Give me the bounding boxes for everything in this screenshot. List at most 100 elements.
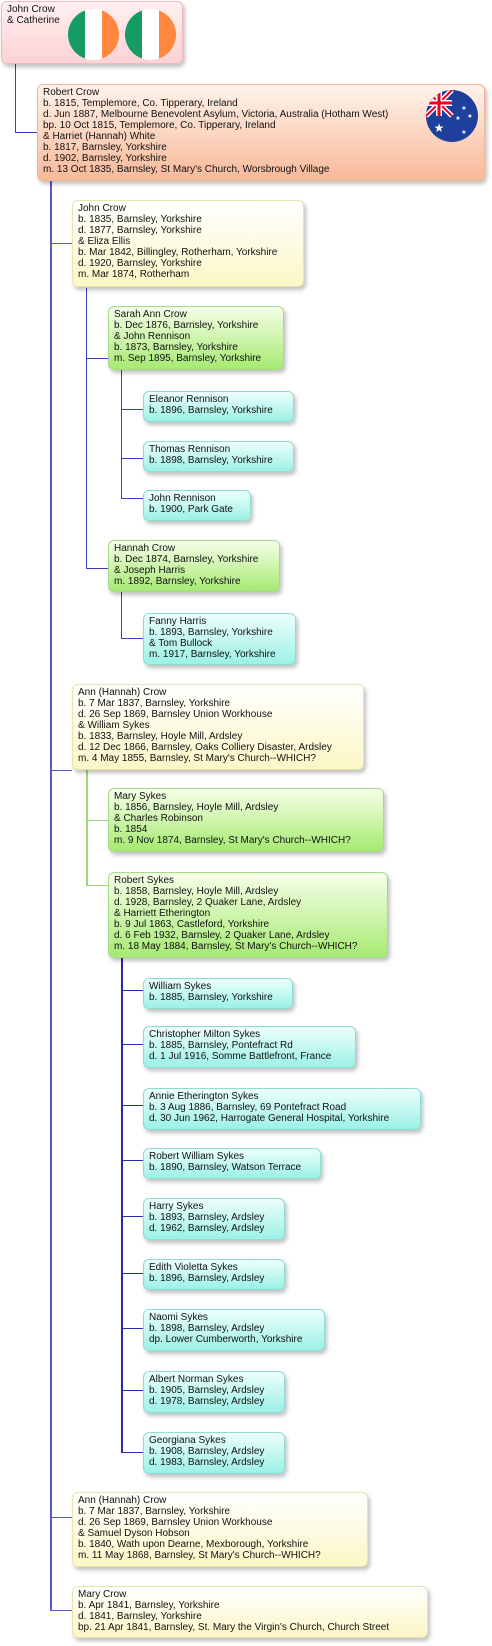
svg-text:★: ★ [461,129,466,136]
person-detail: b. Dec 1874, Barnsley, Yorkshire [114,554,259,565]
connector-ggc-3 [121,498,143,499]
person-detail: d. 12 Dec 1866, Barnsley, Oaks Colliery … [78,742,332,753]
person-spouse: & Catherine [7,15,60,26]
person-name: John Crow [7,4,55,15]
connector-ann-children [86,770,88,885]
person-detail: & Eliza Ellis [78,236,131,247]
person-name: Mary Crow [78,1589,127,1600]
person-name: Annie Etherington Sykes [149,1091,259,1102]
person-detail: b. 1896, Barnsley, Ardsley [149,1273,265,1284]
person-detail: & Charles Robinson [114,813,203,824]
connector-john-children [86,288,87,568]
connector-ggc-2 [121,458,143,459]
ireland-flag-icon [125,9,176,60]
person-name: Robert William Sykes [149,1151,245,1162]
connector-child-1 [50,243,72,244]
person-detail: b. 1900, Park Gate [149,504,233,515]
person-detail: & Harriett Etherington [114,908,211,919]
connector-ggc-8 [121,1160,143,1161]
person-detail: dp. Lower Cumberworth, Yorkshire [149,1334,303,1345]
connector-gc-1 [86,358,108,359]
person-name: Georgiana Sykes [149,1435,226,1446]
person-detail: b. 1840, Wath upon Dearne, Mexborough, Y… [78,1539,309,1550]
svg-text:★: ★ [455,115,460,122]
person-name: Robert Sykes [114,875,175,886]
person-detail: & Joseph Harris [114,565,186,576]
person-detail: m. 1892, Barnsley, Yorkshire [114,576,241,587]
person-detail: b. 1893, Barnsley, Ardsley [149,1212,265,1223]
person-detail: b. 1885, Barnsley, Yorkshire [149,992,273,1003]
connector-root-h [15,132,37,133]
person-name: Sarah Ann Crow [114,309,187,320]
person-detail: d. 1920, Barnsley, Yorkshire [78,258,202,269]
person-detail: b. 1896, Barnsley, Yorkshire [149,405,273,416]
person-detail: m. 4 May 1855, Barnsley, St Mary's Churc… [78,753,316,764]
person-detail: b. 1873, Barnsley, Yorkshire [114,342,238,353]
connector-child-3 [50,1517,72,1518]
person-detail: m. 11 May 1868, Barnsley, St Mary's Chur… [78,1550,321,1561]
person-detail: b. 1893, Barnsley, Yorkshire [149,627,273,638]
person-detail: b. 1856, Barnsley, Hoyle Mill, Ardsley [114,802,279,813]
person-name: Thomas Rennison [149,444,231,455]
person-detail: b. 3 Aug 1886, Barnsley, 69 Pontefract R… [149,1102,347,1113]
connector-ggc-11 [121,1328,143,1329]
connector-robert-sykes-children [121,957,123,1452]
person-detail: b. 1854 [114,824,148,835]
person-detail: d. 1877, Barnsley, Yorkshire [78,225,202,236]
connector-child-4 [50,1610,72,1611]
connector-gc-4 [86,885,108,886]
person-name: Eleanor Rennison [149,394,229,405]
person-detail: m. 1917, Barnsley, Yorkshire [149,649,276,660]
person-name: Christopher Milton Sykes [149,1029,261,1040]
person-detail: & William Sykes [78,720,150,731]
ireland-flag-icon [68,9,119,60]
person-detail: & Samuel Dyson Hobson [78,1528,190,1539]
person-detail: b. 1898, Barnsley, Yorkshire [149,455,273,466]
connector-ggc-4 [121,638,143,639]
connector-ggc-10 [121,1273,143,1274]
connector-child-2 [50,770,72,771]
person-detail: m. 9 Nov 1874, Barnsley, St Mary's Churc… [114,835,351,846]
connector-ggc-6 [121,1044,143,1045]
svg-text:★: ★ [461,105,466,112]
person-john-crow-root[interactable]: John Crow & Catherine [1,1,183,64]
person-name: John Rennison [149,493,216,504]
person-detail: m. Mar 1874, Rotherham [78,269,190,280]
person-name: Albert Norman Sykes [149,1374,244,1385]
person-detail: b. 1858, Barnsley, Hoyle Mill, Ardsley [114,886,279,897]
person-detail: b. 1835, Barnsley, Yorkshire [78,214,202,225]
person-detail: d. 1983, Barnsley, Ardsley [149,1457,265,1468]
person-detail: b. 1815, Templemore, Co. Tipperary, Irel… [43,98,238,109]
person-detail: d. Jun 1887, Melbourne Benevolent Asylum… [43,109,389,120]
connector-ggc-9 [121,1216,143,1217]
connector-hannah-children [121,592,122,638]
person-detail: bp. 10 Oct 1815, Templemore, Co. Tippera… [43,120,276,131]
person-detail: b. 1833, Barnsley, Hoyle Mill, Ardsley [78,731,243,742]
person-name: Mary Sykes [114,791,167,802]
person-detail: b. 7 Mar 1837, Barnsley, Yorkshire [78,1506,231,1517]
connector-gc-2 [86,568,108,569]
